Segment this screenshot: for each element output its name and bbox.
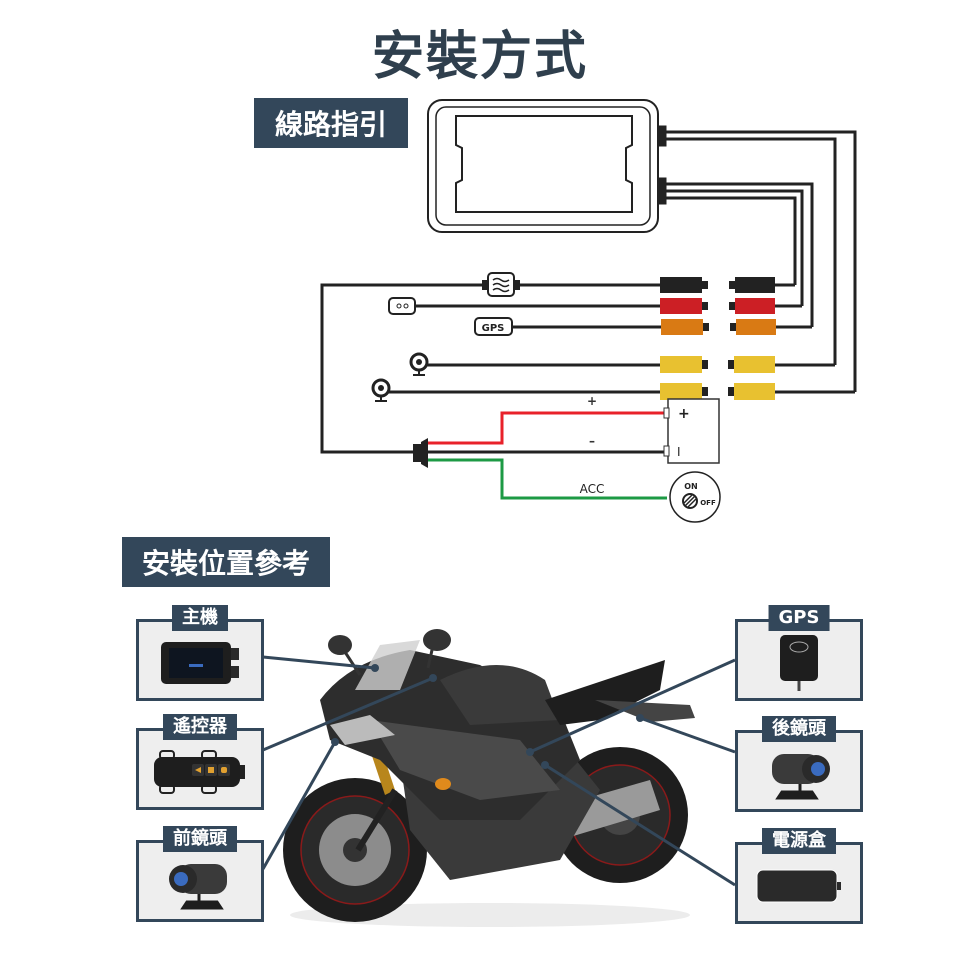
page-title: 安裝方式 (371, 27, 588, 87)
gps-antenna-icon (780, 635, 818, 692)
leader-dots (331, 664, 644, 769)
ignition-switch-icon: ON OFF (669, 471, 721, 523)
component-power-box: 電源盒 (735, 828, 863, 924)
motorcycle-illustration (283, 629, 695, 927)
leader-lines (261, 655, 736, 887)
rear-camera-device-icon (772, 754, 830, 800)
component-label: 遙控器 (163, 714, 237, 740)
right-connectors (728, 277, 855, 400)
filter-icon (482, 272, 520, 297)
power-plug-icon (413, 438, 428, 468)
battery-wires (428, 411, 667, 500)
power-box-icon (756, 869, 841, 903)
component-main-unit: 主機 (136, 605, 264, 701)
front-camera-device-icon (169, 864, 227, 910)
switch-on-label: ON (684, 482, 698, 491)
remote-control-icon (154, 750, 245, 795)
dvr-unit-outline (427, 99, 659, 233)
component-rear-camera: 後鏡頭 (735, 716, 863, 812)
wiring-diagram: GPS + – ACC + I ON OFF (320, 99, 857, 523)
dvr-cables (657, 125, 857, 392)
button-module-icon (388, 297, 416, 315)
switch-off-label: OFF (700, 499, 716, 507)
component-gps: GPS (735, 605, 863, 701)
component-label: 電源盒 (762, 828, 836, 854)
negative-label: – (589, 434, 595, 448)
rear-camera-icon (371, 378, 391, 402)
acc-label: ACC (580, 482, 605, 496)
component-front-camera: 前鏡頭 (136, 826, 264, 922)
front-camera-icon (409, 352, 429, 376)
component-label: 主機 (172, 605, 228, 631)
gps-icon: GPS (474, 317, 513, 336)
component-remote: 遙控器 (136, 714, 264, 810)
component-label: 後鏡頭 (762, 716, 836, 742)
left-connectors (660, 277, 709, 400)
battery-plus-terminal: + (678, 406, 690, 422)
component-label: 前鏡頭 (163, 826, 237, 852)
section-wiring-label: 線路指引 (254, 98, 408, 148)
battery-minus-terminal: I (677, 445, 681, 459)
device-wires (320, 283, 661, 454)
gps-tag-text: GPS (482, 323, 505, 334)
component-label: GPS (768, 605, 830, 631)
battery-icon: + I (663, 398, 720, 464)
dvr-main-unit-icon (161, 642, 239, 685)
section-position-label: 安裝位置參考 (122, 537, 330, 587)
positive-label: + (587, 394, 597, 408)
